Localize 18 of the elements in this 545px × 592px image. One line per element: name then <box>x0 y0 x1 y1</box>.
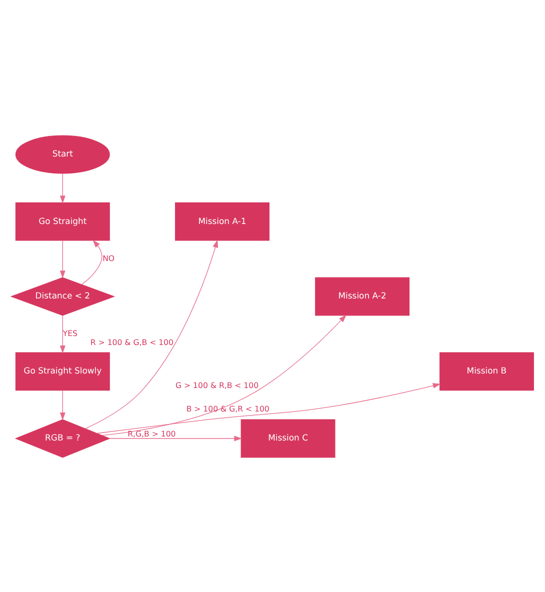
node-ellipse: Start <box>15 134 110 174</box>
arrow <box>60 390 66 420</box>
node-diamond: RGB = ? <box>14 418 110 458</box>
node-box: Go Straight Slowly <box>15 352 110 390</box>
arrow <box>60 240 66 278</box>
node-box: Go Straight <box>15 202 110 240</box>
node-box: Mission C <box>240 418 336 458</box>
node-diamond: Distance < 2 <box>10 276 116 316</box>
arrow <box>60 314 66 353</box>
arrow <box>85 239 218 428</box>
node-box: Mission A-1 <box>175 202 270 240</box>
arrow <box>102 314 346 436</box>
arrow <box>82 239 102 284</box>
node-box: Mission B <box>440 352 534 390</box>
arrow <box>96 382 441 434</box>
arrow <box>60 172 66 203</box>
arrow <box>109 435 242 441</box>
node-box: Mission A-2 <box>315 276 410 316</box>
